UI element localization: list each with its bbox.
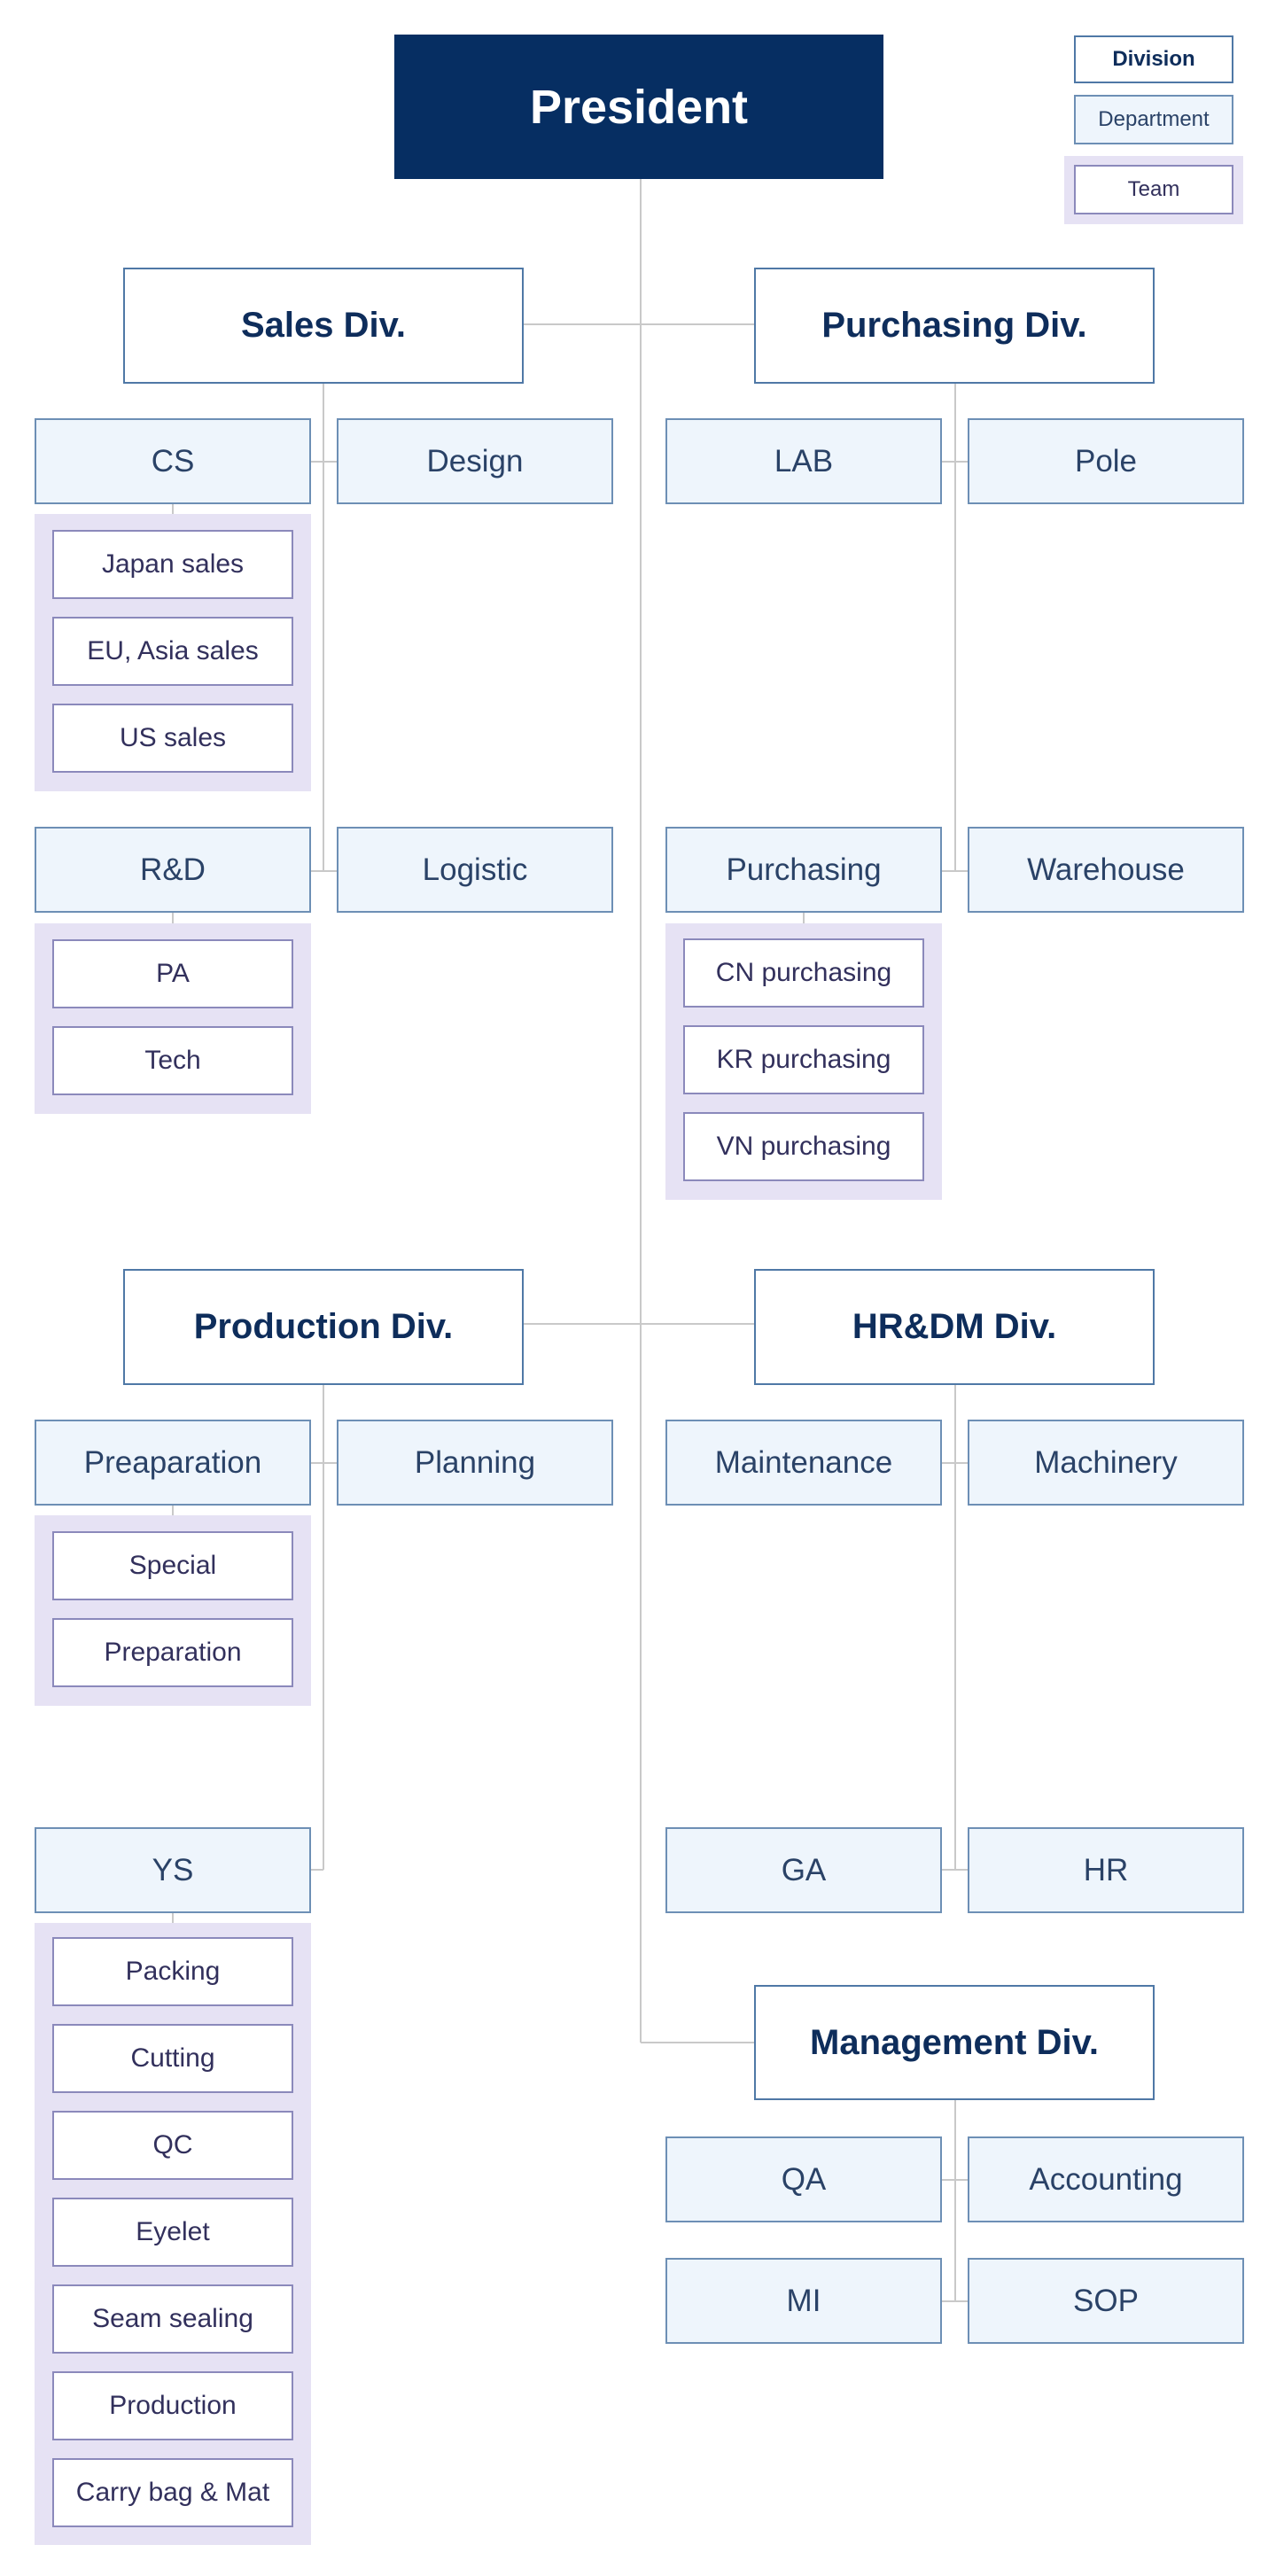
legend-division: Division (1074, 35, 1233, 83)
dept-lab: LAB (665, 418, 942, 504)
dept-accounting: Accounting (968, 2136, 1244, 2222)
team-special: Special (52, 1531, 293, 1600)
dept-pole: Pole (968, 418, 1244, 504)
purchasing-division: Purchasing Div. (754, 268, 1155, 384)
team-us-sales: US sales (52, 704, 293, 773)
team-japan-sales: Japan sales (52, 530, 293, 599)
dept-maintenance: Maintenance (665, 1420, 942, 1506)
dept-qa: QA (665, 2136, 942, 2222)
dept-purchasing: Purchasing (665, 827, 942, 913)
team-seam-sealing: Seam sealing (52, 2284, 293, 2354)
team-eu-asia-sales: EU, Asia sales (52, 617, 293, 686)
team-eyelet: Eyelet (52, 2198, 293, 2267)
production-division: Production Div. (123, 1269, 524, 1385)
team-cutting: Cutting (52, 2024, 293, 2093)
team-qc: QC (52, 2111, 293, 2180)
dept-cs: CS (35, 418, 311, 504)
dept-ga: GA (665, 1827, 942, 1913)
team-carry-bag-mat: Carry bag & Mat (52, 2458, 293, 2527)
dept-machinery: Machinery (968, 1420, 1244, 1506)
dept-hr: HR (968, 1827, 1244, 1913)
team-cn-purchasing: CN purchasing (683, 938, 924, 1008)
sales-division: Sales Div. (123, 268, 524, 384)
dept-ys: YS (35, 1827, 311, 1913)
team-pa: PA (52, 939, 293, 1008)
legend-team: Team (1074, 165, 1233, 214)
dept-logistic: Logistic (337, 827, 613, 913)
president-box: President (394, 35, 883, 179)
management-division: Management Div. (754, 1985, 1155, 2100)
team-preparation: Preparation (52, 1618, 293, 1687)
legend-department: Department (1074, 95, 1233, 144)
team-production: Production (52, 2371, 293, 2440)
hrdm-division: HR&DM Div. (754, 1269, 1155, 1385)
team-kr-purchasing: KR purchasing (683, 1025, 924, 1094)
dept-sop: SOP (968, 2258, 1244, 2344)
dept-preaparation: Preaparation (35, 1420, 311, 1506)
dept-planning: Planning (337, 1420, 613, 1506)
team-packing: Packing (52, 1937, 293, 2006)
dept-mi: MI (665, 2258, 942, 2344)
team-vn-purchasing: VN purchasing (683, 1112, 924, 1181)
dept-warehouse: Warehouse (968, 827, 1244, 913)
dept-design: Design (337, 418, 613, 504)
team-tech: Tech (52, 1026, 293, 1095)
dept-rd: R&D (35, 827, 311, 913)
